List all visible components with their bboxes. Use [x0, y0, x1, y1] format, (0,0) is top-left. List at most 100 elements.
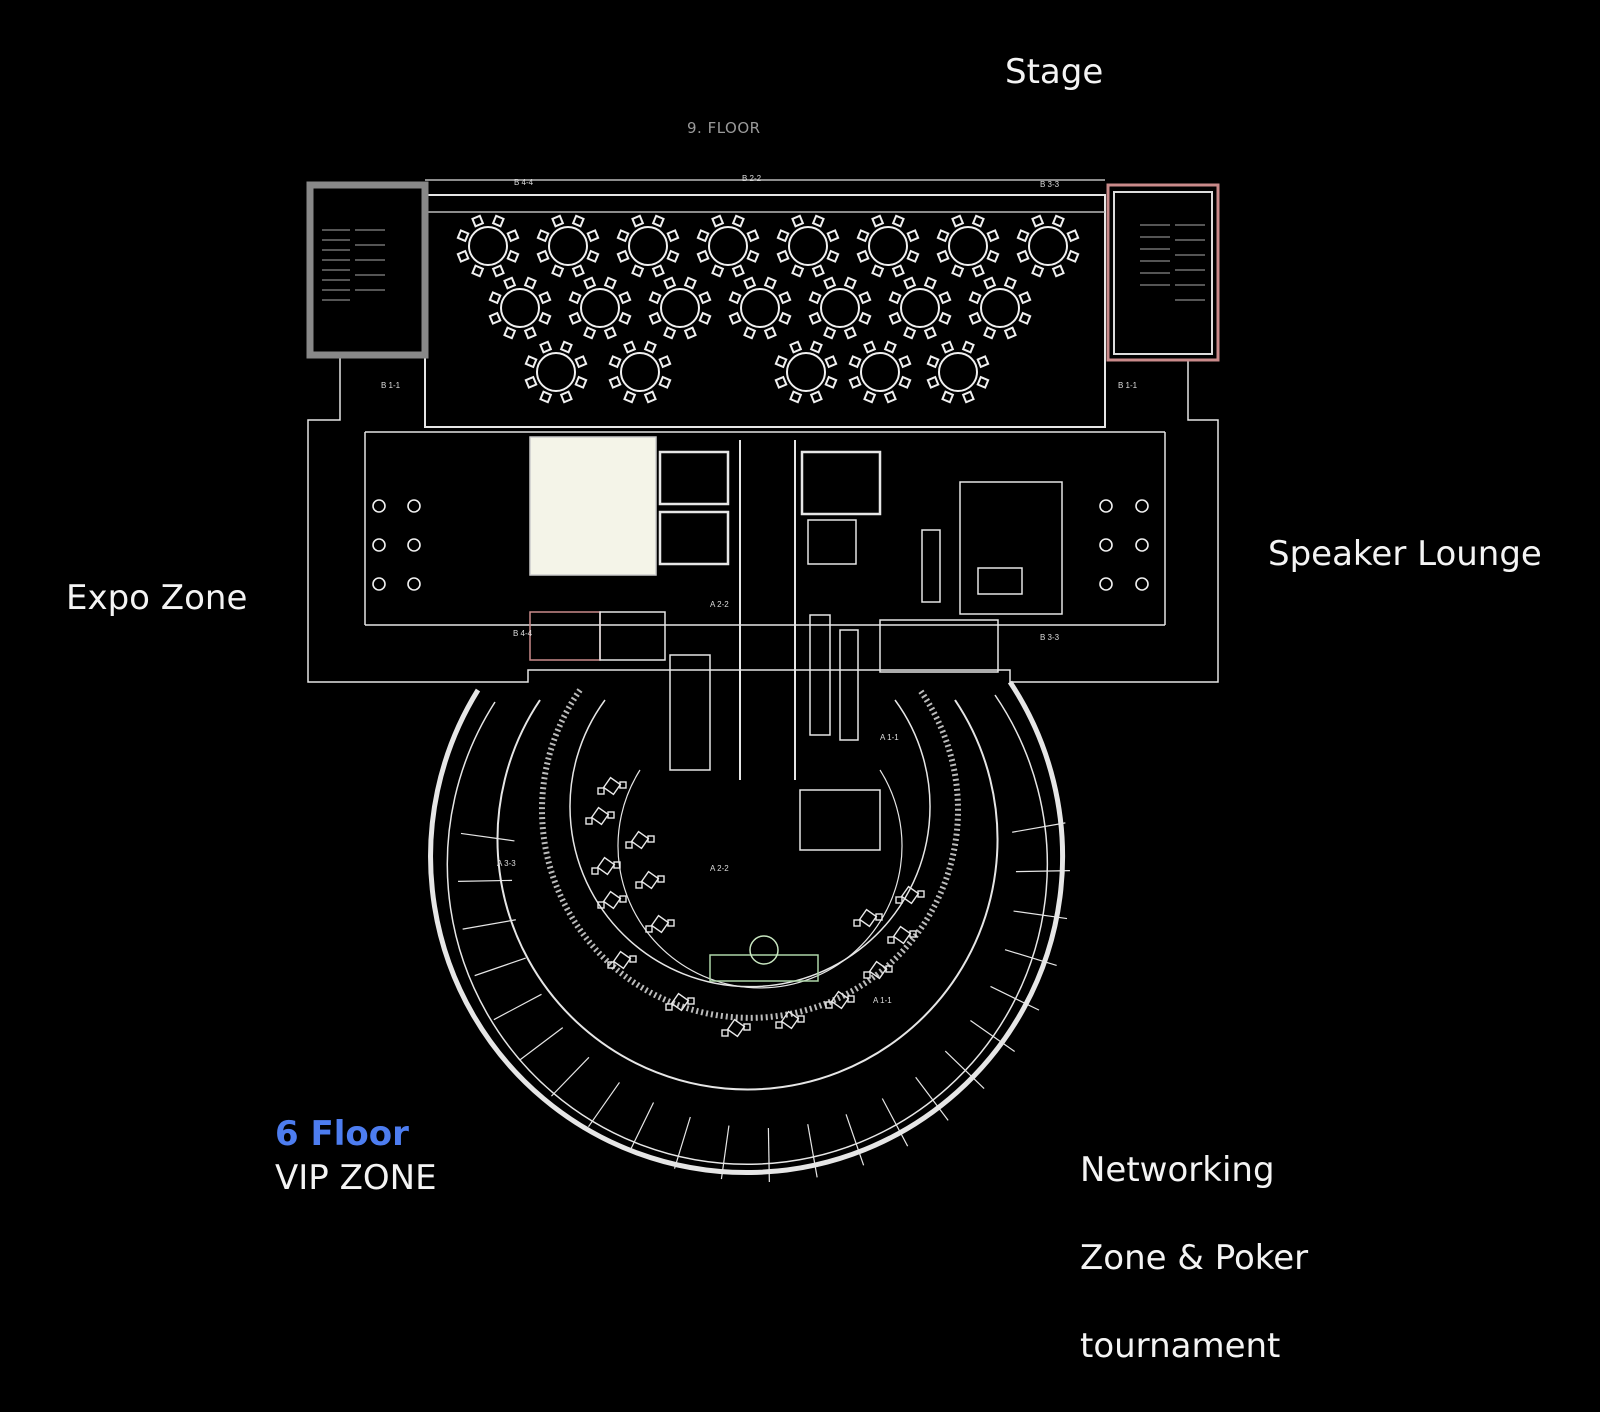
round-table [808, 276, 872, 340]
round-table [968, 276, 1032, 340]
networking-line-3: tournament [1080, 1326, 1281, 1366]
lounge-table [607, 950, 637, 970]
ring-segment [944, 1050, 985, 1089]
networking-zone-label: Networking Zone & Poker tournament [1080, 1104, 1308, 1412]
marker-b44: B 4-4 [514, 178, 534, 187]
round-table [456, 214, 520, 278]
marker-b44-low: B 4-4 [513, 629, 533, 638]
lounge-table [895, 885, 925, 905]
lounge-table [775, 1010, 805, 1030]
column [407, 499, 421, 513]
ring-segment [460, 832, 515, 842]
lounge-table [635, 870, 665, 890]
networking-line-2: Zone & Poker [1080, 1238, 1309, 1278]
column [1099, 577, 1113, 591]
banquet-tables [456, 214, 1080, 404]
column [372, 577, 386, 591]
ring-segment [845, 1114, 865, 1166]
ring-segment [720, 1125, 730, 1180]
round-table [856, 214, 920, 278]
column [1135, 499, 1149, 513]
ring-segment [970, 1020, 1016, 1053]
building-outline [307, 355, 1219, 683]
round-table [696, 214, 760, 278]
ring-segment [1015, 870, 1070, 873]
round-table [1016, 214, 1080, 278]
round-table [776, 214, 840, 278]
lounge-table [863, 960, 893, 980]
networking-tables [585, 776, 925, 1038]
rotunda-segments [458, 822, 1070, 1182]
round-table [888, 276, 952, 340]
ring-segment [629, 1102, 655, 1152]
expo-zone-label: Expo Zone [66, 578, 248, 618]
marker-b33-low: B 3-3 [1040, 633, 1060, 642]
room-light [529, 436, 657, 576]
marker-b33-top: B 3-3 [1040, 180, 1060, 189]
lounge-table [625, 830, 655, 850]
lounge-table [597, 776, 627, 796]
ring-segment [519, 1027, 564, 1061]
stage-label: Stage [1005, 52, 1104, 92]
lounge-table [645, 914, 675, 934]
lounge-table [825, 990, 855, 1010]
vip-zone-label: VIP ZONE [275, 1158, 437, 1198]
lounge-table [887, 925, 917, 945]
ring-segment [1004, 949, 1057, 967]
expo-columns [372, 499, 1149, 591]
marker-b11-right: B 1-1 [1118, 381, 1138, 390]
marker-b11-left: B 1-1 [381, 381, 401, 390]
round-table [936, 214, 1000, 278]
marker-a22-top: A 2-2 [710, 600, 729, 609]
lounge-table [585, 806, 615, 826]
ring-segment [462, 919, 516, 930]
ring-segment [474, 957, 526, 977]
column [1099, 538, 1113, 552]
round-table [524, 340, 588, 404]
ring-segment [458, 879, 513, 882]
stair-steps-right [1140, 224, 1205, 301]
lounge-table [853, 908, 883, 928]
stair-steps-left [322, 229, 385, 301]
round-table [488, 276, 552, 340]
speaker-lounge-label: Speaker Lounge [1268, 534, 1542, 574]
lounge-table [591, 856, 621, 876]
column [407, 577, 421, 591]
round-table [848, 340, 912, 404]
ring-segment [990, 985, 1040, 1011]
column [1135, 538, 1149, 552]
column [1099, 499, 1113, 513]
marker-b22: B 2-2 [742, 174, 762, 183]
round-table [616, 214, 680, 278]
networking-line-1: Networking [1080, 1150, 1275, 1190]
round-table [608, 340, 672, 404]
round-table [536, 214, 600, 278]
ring-segment [587, 1082, 620, 1128]
floor-9-label: 9. FLOOR [687, 119, 761, 137]
ring-segment [673, 1116, 691, 1169]
column [372, 499, 386, 513]
ring-segment [1012, 822, 1066, 833]
lounge-table [665, 992, 695, 1012]
floor-6-label: 6 Floor [275, 1114, 409, 1154]
ring-segment [915, 1076, 949, 1121]
ring-segment [807, 1124, 818, 1178]
marker-a11-mid: A 1-1 [880, 733, 899, 742]
ring-segment [551, 1056, 590, 1097]
lounge-table [597, 890, 627, 910]
ring-segment [493, 993, 542, 1021]
rotunda-outer [428, 680, 1066, 1175]
ring-segment [767, 1127, 770, 1182]
marker-a11-low: A 1-1 [873, 996, 892, 1005]
round-table [728, 276, 792, 340]
ring-segment [881, 1098, 909, 1147]
round-table [926, 340, 990, 404]
stairwell-left [306, 181, 429, 359]
marker-a22-center: A 2-2 [710, 864, 729, 873]
marker-a33: A 3-3 [497, 859, 516, 868]
column [372, 538, 386, 552]
lounge-table [721, 1018, 751, 1038]
column [1135, 577, 1149, 591]
plant-bed [709, 954, 819, 982]
ring-segment [1013, 910, 1068, 920]
